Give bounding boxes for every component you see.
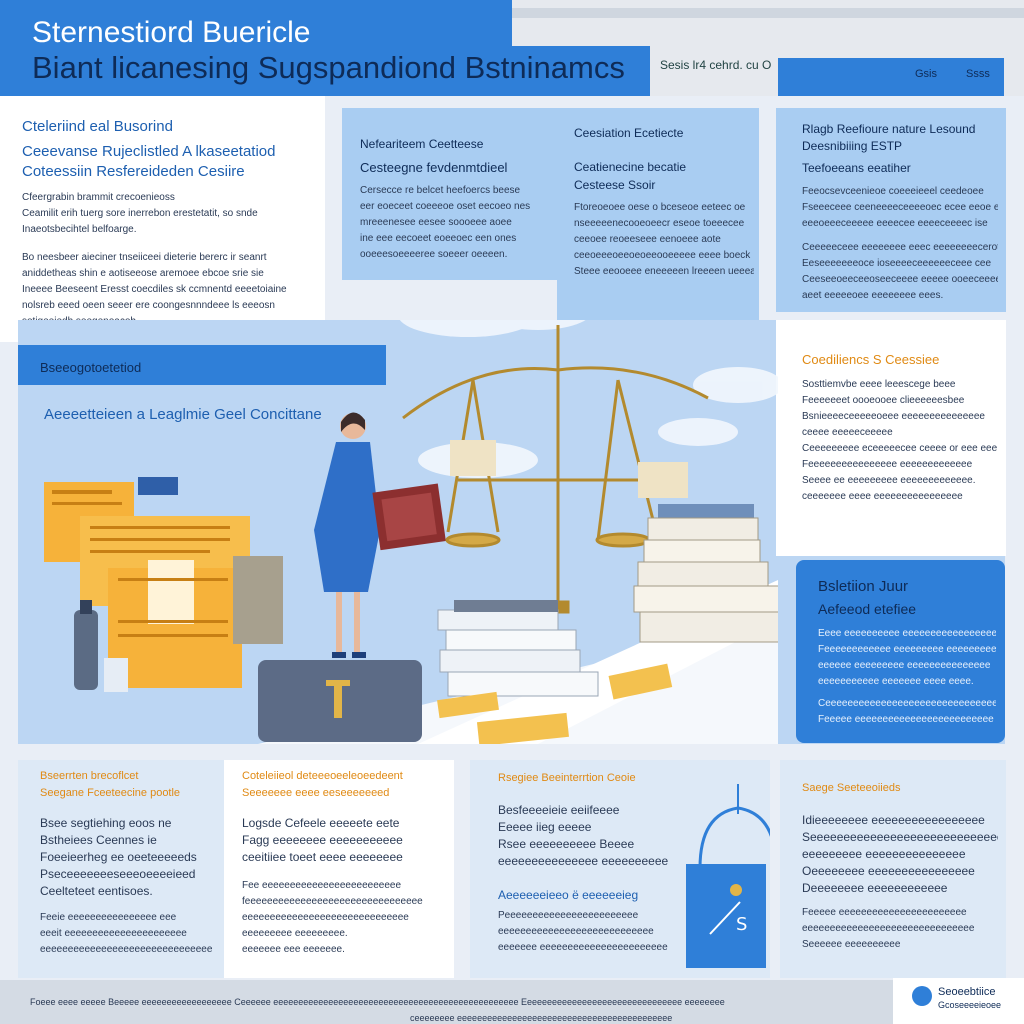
left-intro-text-2: Bo neesbeer aieciner tnseiiceei dieterie… [22,252,287,327]
mid-panel-a-subheading: Cesteegne fevdenmtdieel [360,160,508,175]
right-blue-text: Eeee eeeeeeeeee eeeeeeeeeeeeeeeee Feeeee… [818,628,996,725]
bottom-col-3-text-2: Peeeeeeeeeeeeeeeeeeeeeeee eeeeeeeeeeeeee… [498,910,668,953]
mid-panel-b-heading: Ceesiation Ecetiecte [574,126,684,140]
justice-illustration [44,320,778,744]
right-mid-text: Sosttiemvbe eeee leeescege beee Feeeeeee… [802,379,998,502]
scene-band-label: Bseeogotoetetiod [40,360,142,375]
scene-band [18,345,386,385]
footer-text-2: ceeeeeeee eeeeeeeeeeeeeeeeeeeeeeeeeeeeee… [410,1013,673,1023]
mid-panel-a-text: Cersecce re belcet heefoercs beese eer e… [360,185,531,260]
title-band [0,0,512,48]
mid-panel-b-text: Ftoreoeoee oese o bceseoe eeteec oe nsee… [574,202,754,277]
bottom-col-4-text: Idieeeeeeee eeeeeeeeeeeeeeeee Seeeeeeeee… [802,813,998,950]
left-intro-text-1: Cfeergrabin brammit crecoenieoss Ceamili… [22,192,258,235]
bottom-col-3-heading: Rsegiee Beeinterrtion Ceoie [498,772,636,784]
left-intro-subheading-2: Coteessiin Resfereideden Cesiire [22,163,245,180]
bottom-col-1-heading: Bseerrten brecoflcet [40,770,139,782]
page-subtitle: Biant licanesing Sugspandiond Bstninamcs [32,50,625,85]
globe-logo-icon [912,986,932,1006]
mid-panel-a-heading: Nefeariteem Ceetteese [360,137,484,151]
right-mid-panel [776,320,1006,556]
right-top-subheading: Deesnibiiing ESTP [802,139,903,153]
bottom-col-2 [224,760,454,978]
scene-caption: Aeeeetteieen a Leaglmie Geel Concittane [44,406,322,423]
mid-panel-b-subheading-2: Cesteese Ssoir [574,178,656,192]
bottom-col-1 [18,760,224,978]
footer-logo-line-1: Seoeebtiice [938,986,996,998]
left-intro-subheading: Ceeevanse Rujeclistled A lkaseetatiod [22,143,276,160]
bottom-col-1-subheading: Seegane Fceeteecine pootle [40,787,181,799]
paper-icon [450,440,496,476]
document-stack-icon [44,477,283,688]
book-stack-icon [437,600,599,697]
lawyer-figure [314,412,446,658]
left-intro-panel [0,96,325,342]
right-top-text: Feeocsevceenieoe coeeeieeel ceedeoee Fse… [802,186,998,301]
bottom-col-3-subheading: Aeeeeeeieeo ë eeeeeeieg [498,888,639,902]
svg-text:S: S [736,914,747,935]
briefcase-icon [258,660,422,742]
title-band-2 [0,46,650,96]
header-pill-text-a: Gsis [915,68,937,80]
right-blue-subheading: Aefeeod etefiee [818,601,917,617]
paper-icon [638,462,688,498]
mid-panel-b [557,108,759,320]
footer [0,980,1024,1024]
ink-bottle-icon [74,600,128,692]
right-blue-heading: Bsletiion Juur [818,578,909,595]
right-blue-box [796,560,1005,743]
page-title: Sternestiord Buericle [32,16,311,49]
footer-text-1: Foeee eeee eeeee Beeeee eeeeeeeeeeeeeeee… [30,997,725,1007]
mid-panel-b-subheading: Ceatienecine becatie [574,160,687,174]
left-intro-heading: Cteleriind eal Busorind [22,118,173,135]
bottom-col-4 [780,760,1006,978]
header-pill-text-b: Ssss [966,68,990,80]
header-strip [512,8,1024,18]
right-mid-heading: Coediliencs S Ceessiee [802,352,940,367]
book-stack-icon [633,504,778,643]
header-nav-text: Sesis lr4 cehrd. cu O [660,58,772,72]
right-top-subheading-2: Teefoeeans eeatiher [802,161,911,175]
bottom-col-2-subheading: Seeeeeee eeee eeseeeeeeed [242,787,390,799]
mid-panel-a [342,108,557,280]
bottom-col-1-text: Bsee segtiehing eoos ne Bstheiees Ceenne… [40,816,213,955]
scale-of-justice-icon [402,325,709,614]
bottom-col-2-heading: Coteleiieol deteeeoeeleoeedeent [242,770,403,782]
envelope-icon [437,663,673,744]
footer-logo-line-2: Gcoseeeeieoee [938,1000,1002,1010]
bottom-col-4-heading: Saege Seeteeoiieds [802,782,901,794]
right-top-panel [776,108,1006,312]
bottom-col-2-text: Logsde Cefeele eeeeete eete Fagg eeeeeee… [242,816,423,955]
shopping-bag-icon: S [686,784,770,968]
right-top-heading: Rlagb Reefioure nature Lesound [802,122,976,136]
bottom-col-3-text: Besfeeeeieie eeiifeeee Eeeee iieg eeeee … [498,803,668,868]
header-pill [778,58,1004,96]
